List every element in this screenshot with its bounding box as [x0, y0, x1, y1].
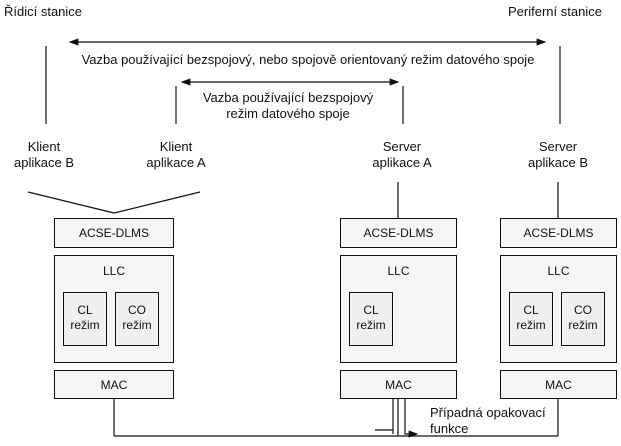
inner-link-label-2: režim datového spoje	[226, 106, 350, 121]
cl-mode-mid: režim	[356, 318, 386, 332]
llc-box-mid: LLC CL režim	[340, 255, 457, 363]
retransmission-note-1: Případná opakovací	[430, 405, 546, 420]
acse-box-right: ACSE-DLMS	[500, 218, 617, 248]
mac-box-mid: MAC	[340, 370, 457, 399]
co-mode-left: režim	[122, 318, 152, 332]
acse-label-right: ACSE-DLMS	[523, 226, 594, 240]
retransmission-note-2: funkce	[430, 421, 469, 436]
client-a-label-2: aplikace A	[146, 155, 206, 170]
acse-label-mid: ACSE-DLMS	[363, 226, 434, 240]
cl-mode-left: režim	[70, 318, 100, 332]
co-box-left: CO režim	[115, 292, 159, 346]
co-label-left: CO	[128, 303, 146, 317]
co-mode-right: režim	[568, 318, 598, 332]
llc-box-left: LLC CL režim CO režim	[54, 255, 174, 363]
llc-box-right: LLC CL režim CO režim	[500, 255, 617, 363]
server-b-label-1: Server	[538, 139, 578, 154]
cl-label-right: CL	[523, 303, 539, 317]
co-box-right: CO režim	[561, 292, 605, 346]
acse-box-left: ACSE-DLMS	[54, 218, 174, 248]
server-a-label-2: aplikace A	[372, 155, 432, 170]
retransmission-loop	[392, 397, 419, 438]
client-b-v	[27, 191, 115, 214]
co-label-right: CO	[574, 303, 592, 317]
llc-label-right: LLC	[547, 264, 570, 278]
client-b-label-2: aplikace B	[14, 155, 74, 170]
cl-box-right: CL režim	[509, 292, 553, 346]
llc-label-mid: LLC	[387, 264, 410, 278]
client-a-label-1: Klient	[159, 139, 193, 154]
acse-box-mid: ACSE-DLMS	[340, 218, 457, 248]
mac-label-mid: MAC	[385, 378, 412, 392]
cl-mode-right: režim	[516, 318, 546, 332]
server-a-label-1: Server	[382, 139, 422, 154]
peripheral-station-title: Periferní stanice	[508, 4, 602, 19]
client-a-v	[113, 191, 201, 214]
client-b-label-1: Klient	[27, 139, 61, 154]
cl-box-left: CL režim	[63, 292, 107, 346]
outer-link-label: Vazba používající bezspojový, nebo spojo…	[81, 52, 535, 67]
mac-label-left: MAC	[100, 378, 128, 392]
acse-label-left: ACSE-DLMS	[78, 226, 149, 240]
llc-label-left: LLC	[102, 264, 125, 278]
mac-label-right: MAC	[545, 378, 572, 392]
cl-label-left: CL	[77, 303, 93, 317]
cl-label-mid: CL	[363, 303, 379, 317]
server-b-label-2: aplikace B	[528, 155, 588, 170]
inner-link-label-1: Vazba používající bezspojový	[202, 90, 374, 105]
control-station-title: Řídicí stanice	[4, 4, 83, 19]
mac-box-left: MAC	[54, 370, 174, 399]
cl-box-mid: CL režim	[349, 292, 393, 346]
mac-box-right: MAC	[500, 370, 617, 399]
